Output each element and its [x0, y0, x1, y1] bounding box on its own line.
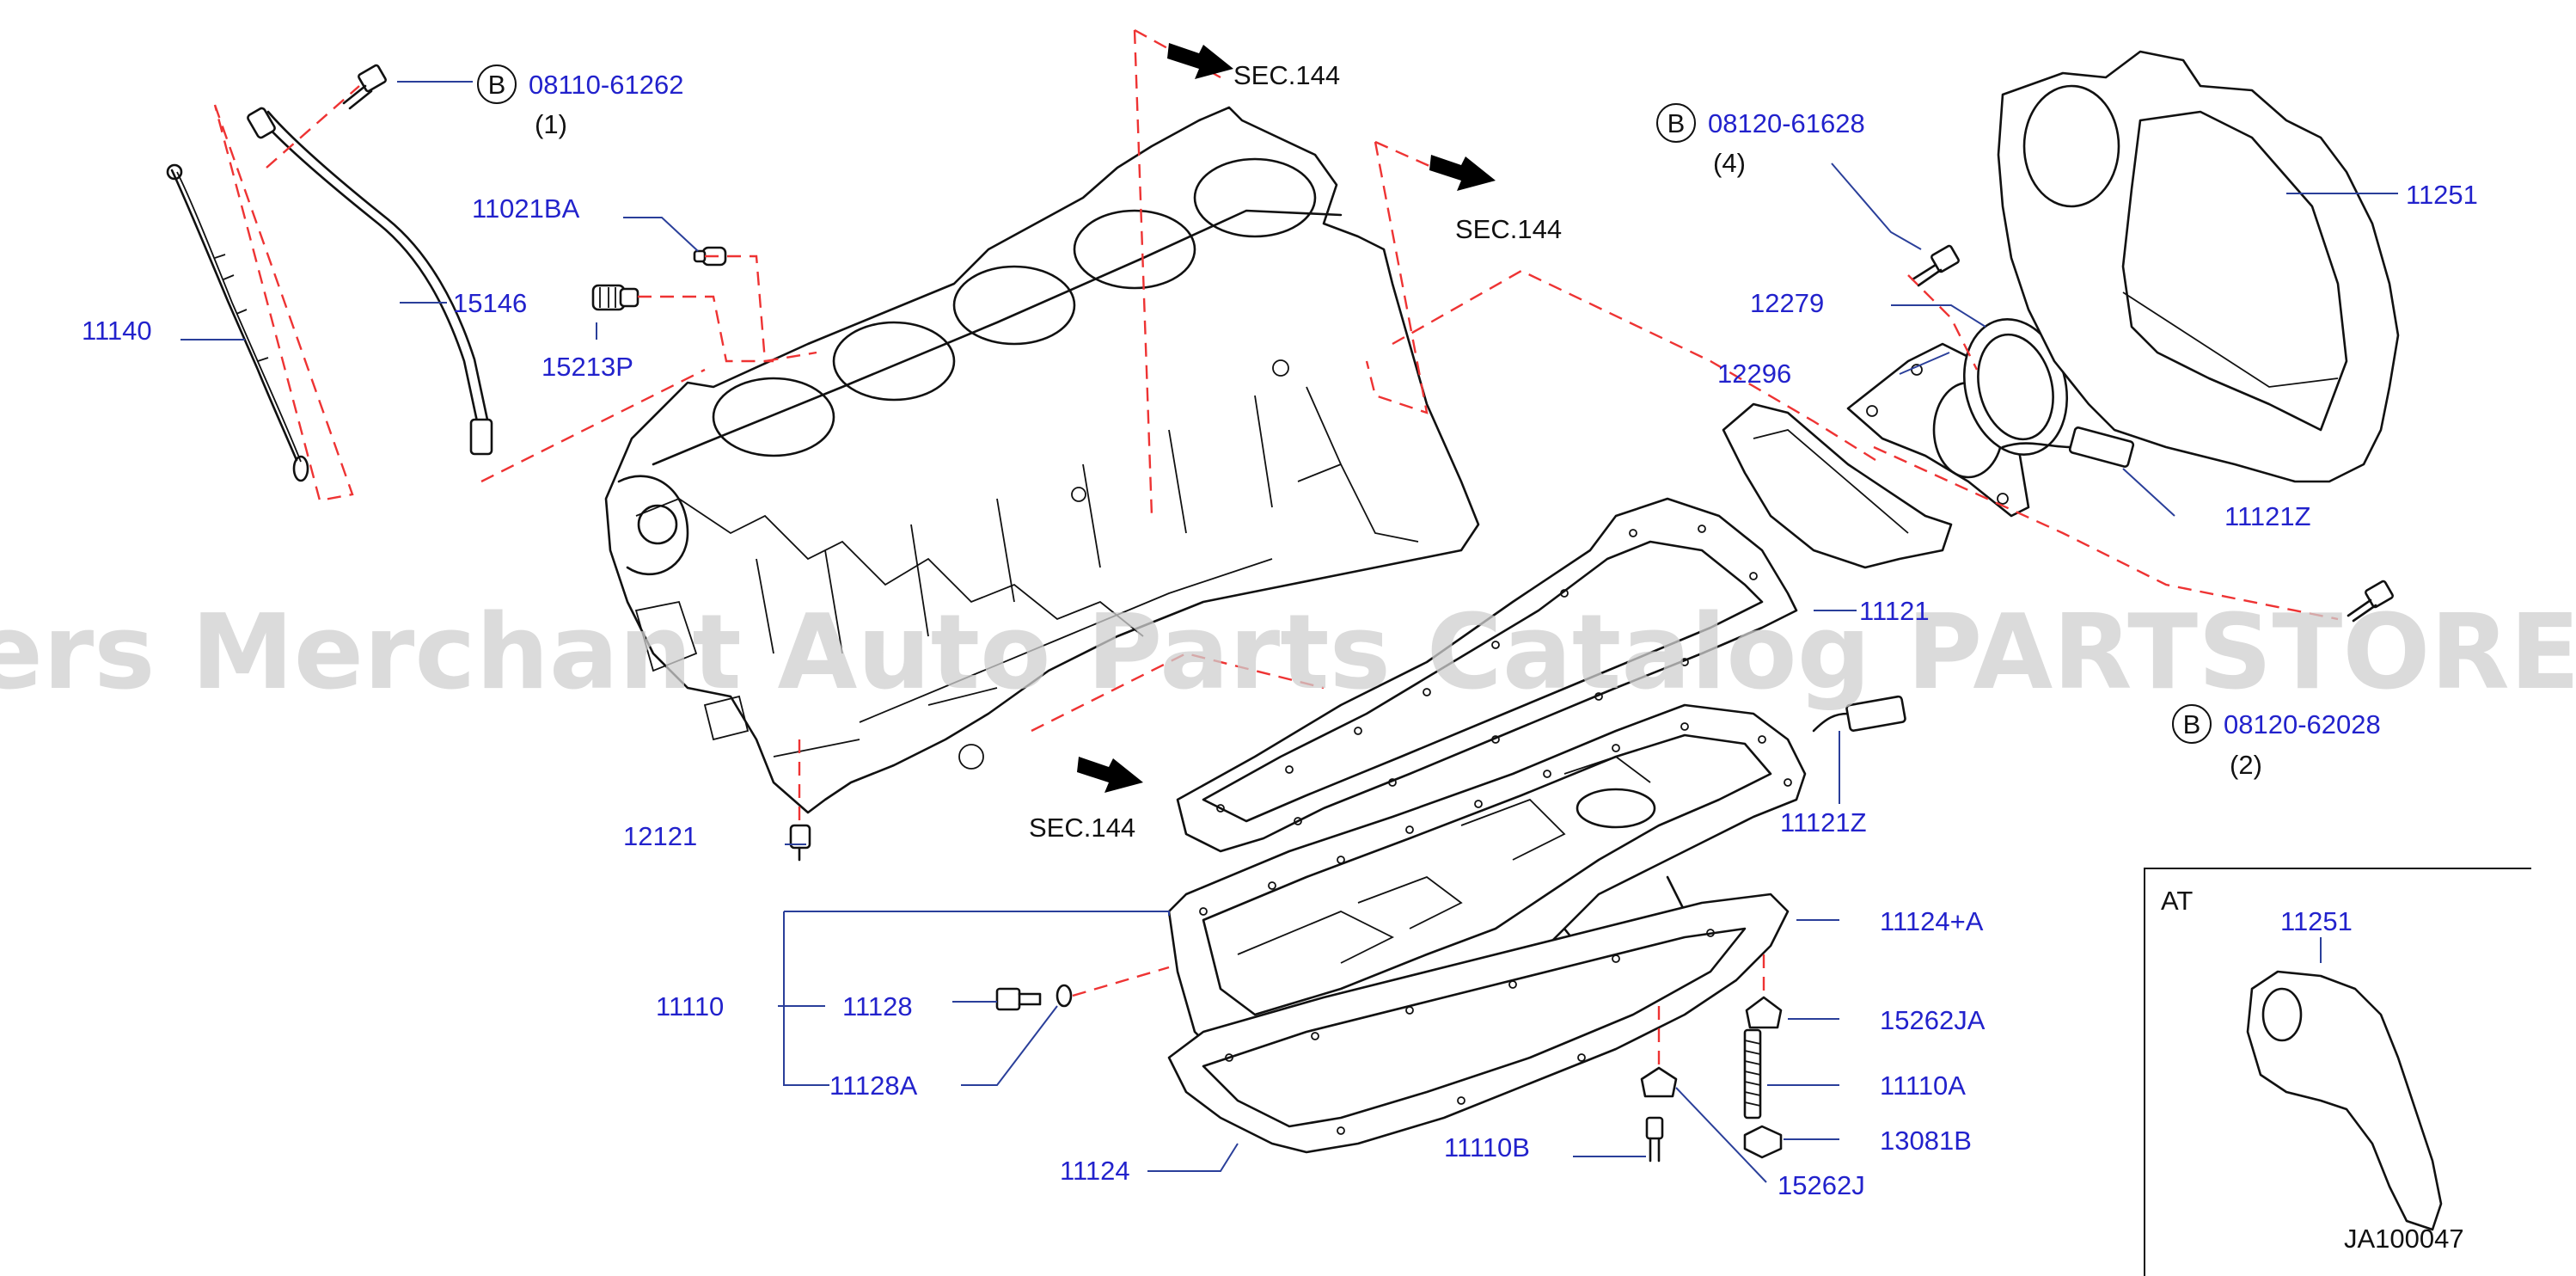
part-label-11251[interactable]: 11251	[2406, 180, 2478, 210]
part-label-11110[interactable]: 11110	[656, 991, 724, 1021]
part-label-11124[interactable]: 11124	[1060, 1156, 1130, 1186]
part-label-15262JA[interactable]: 15262JA	[1880, 1005, 1986, 1035]
part-label-11110B[interactable]: 11110B	[1444, 1132, 1530, 1163]
plug-15262J[interactable]	[1640, 1066, 1678, 1098]
sensor-11121Z-lower[interactable]	[1812, 695, 1906, 733]
part-12121[interactable]	[789, 824, 811, 862]
nut-13081B[interactable]	[1743, 1125, 1783, 1159]
part-label-11021BA[interactable]: 11021BA	[472, 193, 580, 224]
drain-cock-15213P[interactable]	[591, 284, 639, 311]
plug-15262JA[interactable]	[1745, 996, 1783, 1029]
labels: B 08110-61262 (1) B 08120-61628 (4) B 08…	[82, 60, 2478, 1254]
oil-pan-upper-11121[interactable]	[1176, 497, 1798, 853]
section-ref[interactable]: SEC.144	[1455, 214, 1562, 244]
oil-seal-12279[interactable]	[1949, 308, 2081, 467]
lower-pan-11124[interactable]	[1167, 893, 1790, 1154]
rear-plate-11251[interactable]	[1997, 50, 2400, 483]
cylinder-block[interactable]	[604, 106, 1480, 814]
section-ref[interactable]: SEC.144	[1029, 813, 1135, 843]
part-label-11128A[interactable]: 11128A	[829, 1070, 918, 1101]
bolt-circle-letter: B	[1667, 108, 1686, 138]
part-label-15146[interactable]: 15146	[453, 288, 527, 318]
part-label-12279[interactable]: 12279	[1750, 288, 1824, 318]
part-label-12121[interactable]: 12121	[623, 821, 697, 851]
leader-lines	[181, 81, 2398, 1183]
bolt-number-label[interactable]: 08120-62028	[2224, 709, 2381, 739]
bolt-qty-label: (1)	[535, 109, 567, 139]
washer-11128A[interactable]	[1055, 984, 1073, 1008]
bolt-circle-letter: B	[2183, 709, 2201, 739]
bolt-number-label[interactable]: 08110-61262	[529, 70, 683, 100]
bolt-circle-letter: B	[488, 70, 506, 100]
stud-11110A[interactable]	[1743, 1028, 1762, 1120]
part-label-11140[interactable]: 11140	[82, 316, 152, 346]
part-label-15213P[interactable]: 15213P	[542, 352, 633, 382]
part-label-11121[interactable]: 11121	[1859, 596, 1930, 626]
bolt-qty-label: (4)	[1713, 148, 1746, 178]
dipstick-11140[interactable]	[166, 163, 309, 482]
part-label-15262J[interactable]: 15262J	[1778, 1170, 1865, 1200]
section-ref[interactable]: SEC.144	[1233, 60, 1340, 90]
part-label-11121Z[interactable]: 11121Z	[2224, 501, 2311, 531]
inset-title: AT	[2161, 886, 2193, 916]
bolt-08120-62028[interactable]	[2347, 580, 2394, 623]
rear-plate-11121[interactable]	[1722, 402, 1953, 569]
at-rear-plate-11251[interactable]	[2246, 970, 2443, 1231]
section-arrows	[1077, 43, 1496, 793]
inset-part-label-11251[interactable]: 11251	[2280, 906, 2353, 936]
drain-plug-11128[interactable]	[995, 987, 1042, 1011]
bolt-number-label[interactable]: 08120-61628	[1708, 108, 1865, 138]
part-label-11121Z[interactable]: 11121Z	[1780, 807, 1867, 837]
bolt-qty-label: (2)	[2230, 750, 2262, 780]
dipstick-tube-15146[interactable]	[247, 107, 493, 456]
part-label-11110A[interactable]: 11110A	[1880, 1070, 1966, 1101]
part-label-11124A[interactable]: 11124+A	[1880, 906, 1984, 936]
bolt-11110B[interactable]	[1645, 1116, 1664, 1163]
bolt-08110-61262[interactable]	[342, 64, 387, 110]
part-label-11128[interactable]: 11128	[842, 991, 913, 1021]
sensor-11121Z-upper[interactable]	[2001, 426, 2135, 468]
part-label-13081B[interactable]: 13081B	[1880, 1126, 1972, 1156]
diagram-code: JA100047	[2344, 1224, 2464, 1254]
bolt-08120-61628[interactable]	[1911, 244, 1960, 287]
watermark: Offers Merchant Auto Parts Catalog PARTS…	[0, 593, 2576, 713]
hidden-lines	[213, 28, 2339, 1068]
bolt-callouts	[477, 64, 2212, 744]
part-label-12296[interactable]: 12296	[1717, 359, 1791, 389]
inset-frame	[2144, 868, 2531, 1276]
